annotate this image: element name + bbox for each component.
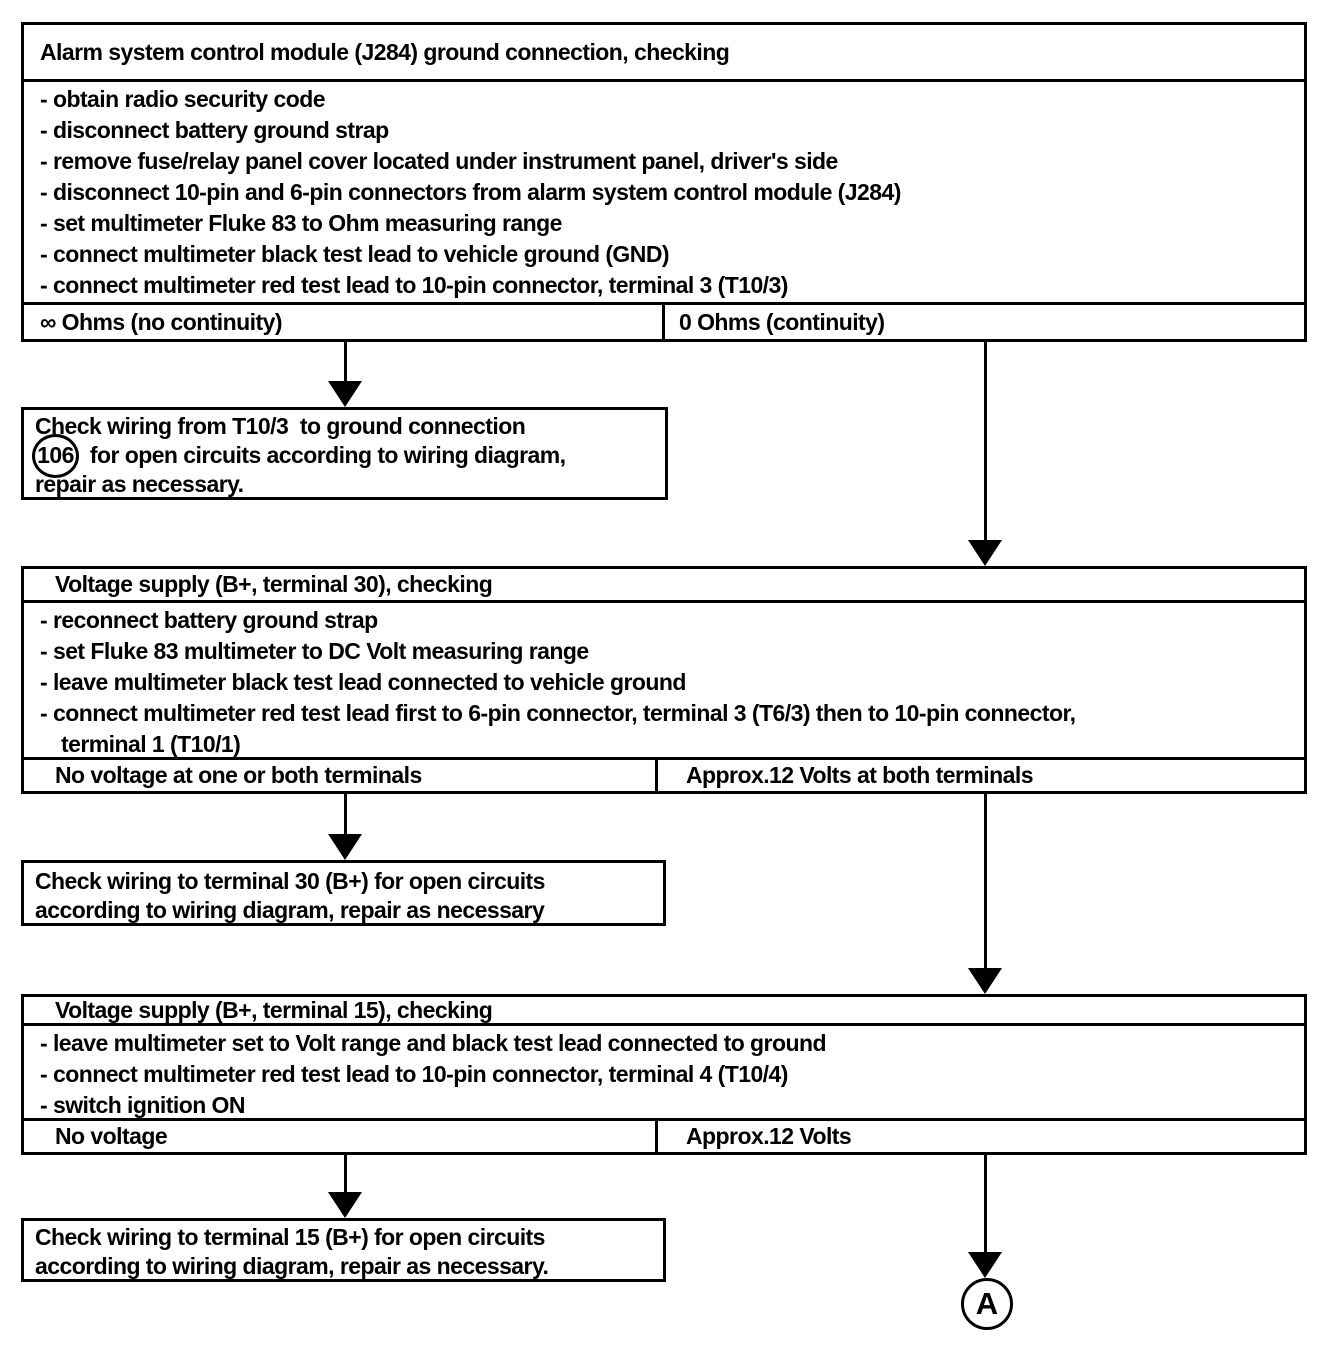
arrow-down-no-voltage — [327, 1155, 363, 1218]
test-box-ground-connection: Alarm system control module (J284) groun… — [21, 22, 1307, 342]
arrow-down-continuity — [967, 342, 1003, 566]
arrow-down-no-continuity — [327, 342, 363, 407]
result-cell-12-volts: Approx.12 Volts — [686, 1123, 852, 1149]
arrow-shaft — [343, 342, 347, 381]
test-steps-list: - obtain radio security code - disconnect… — [24, 82, 1304, 305]
arrow-shaft — [343, 1155, 347, 1192]
circled-ground-ref: 106 — [32, 433, 79, 478]
test-steps-list: - leave multimeter set to Volt range and… — [24, 1026, 1304, 1121]
step-line: - connect multimeter red test lead to 10… — [40, 1061, 788, 1087]
step-line: - switch ignition ON — [40, 1092, 245, 1118]
result-cell-no-voltage: No voltage — [24, 1121, 658, 1152]
arrow-shaft — [983, 1155, 987, 1252]
arrow-head-icon — [328, 834, 362, 860]
step-line: - connect multimeter black test lead to … — [40, 241, 670, 267]
arrow-head-icon — [968, 1252, 1002, 1278]
step-line: - connect multimeter red test lead to 10… — [40, 272, 788, 298]
step-line: - set multimeter Fluke 83 to Ohm measuri… — [40, 210, 562, 236]
arrow-shaft — [983, 794, 987, 968]
action-text-line: 106 for open circuits according to wirin… — [32, 433, 665, 478]
step-line: - disconnect 10-pin and 6-pin connectors… — [40, 179, 901, 205]
arrow-shaft — [983, 342, 987, 540]
arrow-down-no-voltage — [327, 794, 363, 860]
arrow-head-icon — [328, 381, 362, 407]
arrow-down-12-volts — [967, 1155, 1003, 1278]
step-line: - reconnect battery ground strap — [40, 607, 378, 633]
test-box-title: Voltage supply (B+, terminal 30), checki… — [24, 569, 1304, 603]
step-line: - obtain radio security code — [40, 86, 325, 112]
step-line: terminal 1 (T10/1) — [61, 731, 241, 757]
result-cell-continuity: 0 Ohms (continuity) — [679, 308, 885, 335]
test-box-title: Alarm system control module (J284) groun… — [24, 25, 1304, 82]
step-line: - remove fuse/relay panel cover located … — [40, 148, 838, 174]
result-row: ∞ Ohms (no continuity) 0 Ohms (continuit… — [24, 305, 1304, 339]
test-box-voltage-terminal-30: Voltage supply (B+, terminal 30), checki… — [21, 566, 1307, 794]
arrow-head-icon — [968, 968, 1002, 994]
action-box-check-ground-wiring: Check wiring from T10/3 to ground connec… — [21, 407, 668, 500]
test-steps-list: - reconnect battery ground strap - set Fl… — [24, 603, 1304, 760]
test-box-title: Voltage supply (B+, terminal 15), checki… — [24, 997, 1304, 1026]
step-line: - leave multimeter set to Volt range and… — [40, 1030, 827, 1056]
action-text-line: according to wiring diagram, repair as n… — [35, 897, 545, 923]
arrow-down-12-volts — [967, 794, 1003, 994]
arrow-shaft — [343, 794, 347, 834]
result-row: No voltage Approx.12 Volts — [24, 1121, 1304, 1152]
action-text-line: repair as necessary. — [35, 471, 244, 497]
action-text-line: according to wiring diagram, repair as n… — [35, 1253, 549, 1279]
connector-a-circle: A — [961, 1278, 1013, 1330]
result-cell-12-volts: Approx.12 Volts at both terminals — [686, 762, 1033, 788]
action-text-line: Check wiring to terminal 30 (B+) for ope… — [35, 868, 545, 894]
arrow-head-icon — [328, 1192, 362, 1218]
step-line: - disconnect battery ground strap — [40, 117, 389, 143]
action-box-check-terminal-30-wiring: Check wiring to terminal 30 (B+) for ope… — [21, 860, 666, 926]
connector-a-label: A — [975, 1286, 999, 1321]
step-line: - leave multimeter black test lead conne… — [40, 669, 686, 695]
action-text-line: Check wiring from T10/3 to ground connec… — [35, 413, 526, 439]
result-cell-no-continuity: ∞ Ohms (no continuity) — [24, 305, 665, 339]
action-text-rest: for open circuits according to wiring di… — [84, 442, 566, 468]
arrow-head-icon — [968, 540, 1002, 566]
result-row: No voltage at one or both terminals Appr… — [24, 760, 1304, 791]
result-cell-no-voltage: No voltage at one or both terminals — [24, 760, 658, 791]
test-box-voltage-terminal-15: Voltage supply (B+, terminal 15), checki… — [21, 994, 1307, 1155]
action-text-line: Check wiring to terminal 15 (B+) for ope… — [35, 1224, 545, 1250]
action-box-check-terminal-15-wiring: Check wiring to terminal 15 (B+) for ope… — [21, 1218, 666, 1282]
step-line: - set Fluke 83 multimeter to DC Volt mea… — [40, 638, 589, 664]
step-line: - connect multimeter red test lead first… — [40, 700, 1076, 726]
